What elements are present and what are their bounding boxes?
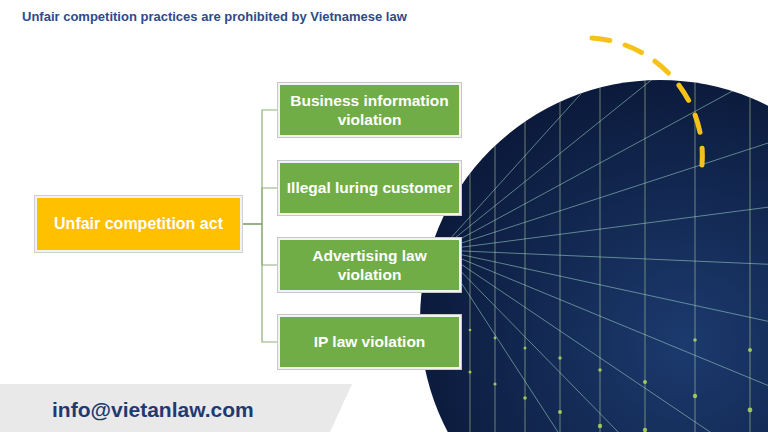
box-label: Business information violation <box>284 91 455 130</box>
category-box: Business information violation <box>278 83 461 137</box>
box-label: Unfair competition act <box>54 215 223 233</box>
dashed-arc <box>592 38 702 165</box>
root-box: Unfair competition act <box>35 196 242 252</box>
tree-connector <box>242 224 278 265</box>
contact-email: info@vietanlaw.com <box>52 398 254 422</box>
tree-connector <box>242 188 278 224</box>
tree-connector <box>242 110 278 224</box>
footer-panel <box>0 384 352 432</box>
box-label: Illegal luring customer <box>287 178 452 197</box>
page-title: Unfair competition practices are prohibi… <box>22 9 407 24</box>
category-box: IP law violation <box>278 315 461 369</box>
box-label: IP law violation <box>314 332 426 351</box>
box-label: Advertising law violation <box>284 246 455 285</box>
tree-connector <box>242 224 278 342</box>
category-box: Illegal luring customer <box>278 161 461 215</box>
category-box: Advertising law violation <box>278 238 461 292</box>
perspective-grid <box>440 0 768 432</box>
globe-circle <box>420 80 768 432</box>
